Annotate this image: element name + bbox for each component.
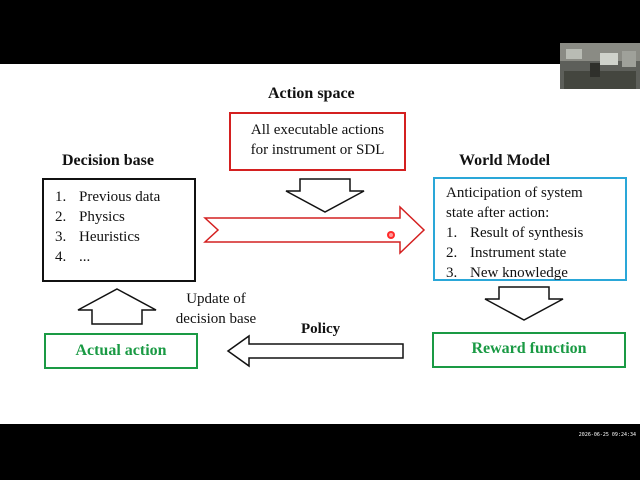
up-arrow-icon xyxy=(77,288,157,325)
decision-base-box: 1.Previous data 2.Physics 3.Heuristics 4… xyxy=(42,178,196,282)
update-decision-base-text: Update of decision base xyxy=(163,289,269,329)
decision-base-item: 1.Previous data xyxy=(55,189,161,205)
action-space-box: All executable actions for instrument or… xyxy=(229,112,406,171)
timestamp: 2026-06-25 09:24:34 xyxy=(578,432,636,438)
actual-action-box: Actual action xyxy=(44,333,198,369)
reward-function-label: Reward function xyxy=(471,340,587,357)
right-arrow-icon xyxy=(203,205,426,255)
webcam-thumbnail xyxy=(560,43,640,89)
down-arrow-icon xyxy=(484,286,564,321)
world-model-intro-line2: state after action: xyxy=(446,205,550,221)
decision-base-item: 4.... xyxy=(55,249,91,265)
world-model-item: 3.New knowledge xyxy=(446,265,568,281)
reward-function-box: Reward function xyxy=(432,332,626,368)
decision-base-item: 3.Heuristics xyxy=(55,229,140,245)
world-model-list: 1.Result of synthesis 2.Instrument state… xyxy=(446,223,625,283)
world-model-intro-line1: Anticipation of system xyxy=(446,185,583,201)
update-text-line2: decision base xyxy=(175,311,257,327)
world-model-item: 2.Instrument state xyxy=(446,245,567,261)
left-arrow-icon xyxy=(226,334,404,368)
down-arrow-icon xyxy=(285,178,365,213)
policy-label: Policy xyxy=(301,321,341,337)
laser-pointer-icon xyxy=(387,231,395,239)
world-model-item: 1.Result of synthesis xyxy=(446,225,584,241)
action-space-title: Action space xyxy=(268,85,355,102)
world-model-box: Anticipation of system state after actio… xyxy=(433,177,627,281)
slide: Action space All executable actions for … xyxy=(0,64,640,424)
update-text-line1: Update of xyxy=(186,291,246,307)
action-space-text-line1: All executable actions xyxy=(250,122,385,138)
actual-action-label: Actual action xyxy=(75,342,167,359)
decision-base-item: 2.Physics xyxy=(55,209,125,225)
decision-base-list: 1.Previous data 2.Physics 3.Heuristics 4… xyxy=(55,187,194,267)
decision-base-title: Decision base xyxy=(62,152,154,169)
action-space-text-line2: for instrument or SDL xyxy=(250,142,385,158)
world-model-title: World Model xyxy=(459,152,551,169)
webcam-image-icon xyxy=(560,43,640,89)
